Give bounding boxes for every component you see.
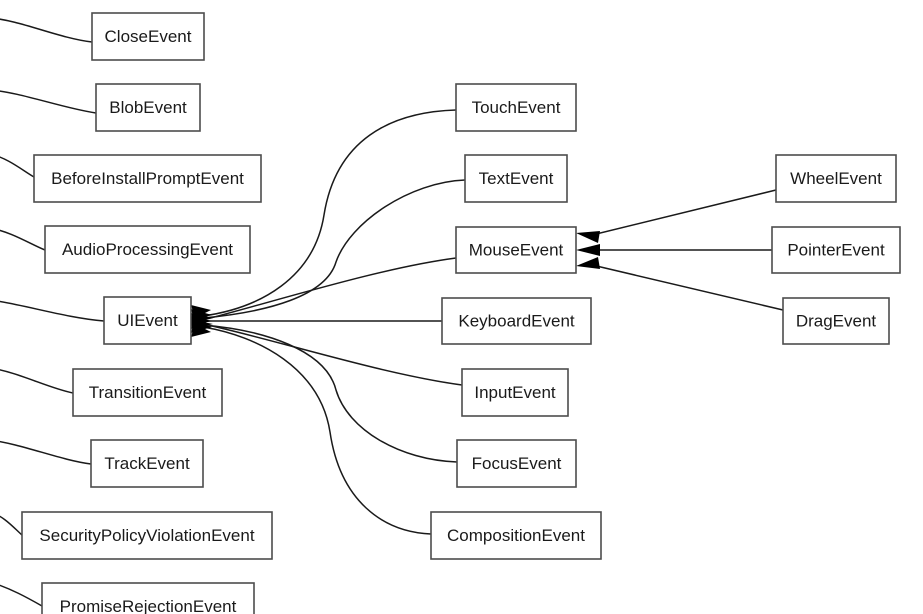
edge-promise-rejection-event-parent	[0, 584, 43, 607]
arrowhead-wheel-event	[576, 231, 600, 243]
node-label-blob-event: BlobEvent	[109, 98, 187, 117]
node-label-mouse-event: MouseEvent	[469, 240, 564, 259]
node-box-blob-event[interactable]	[95, 83, 201, 132]
node-box-wheel-event[interactable]	[775, 154, 897, 203]
node-label-drag-event: DragEvent	[796, 311, 877, 330]
node-box-drag-event[interactable]	[782, 297, 890, 345]
edge-before-install-prompt-event-parent	[0, 156, 35, 178]
node-box-text-event[interactable]	[464, 154, 568, 203]
edge-wheel-event-to-mouse-event	[587, 189, 777, 237]
node-touch-event[interactable]: TouchEvent	[455, 83, 577, 132]
node-box-promise-rejection-event[interactable]	[41, 582, 255, 614]
node-focus-event[interactable]: FocusEvent	[456, 439, 577, 488]
arrowhead-composition-event	[191, 324, 211, 337]
node-box-transition-event[interactable]	[72, 368, 223, 417]
edge-ui-event-parent	[0, 300, 105, 322]
node-box-audio-processing-event[interactable]	[44, 225, 251, 274]
node-track-event[interactable]: TrackEvent	[90, 439, 204, 488]
node-box-focus-event[interactable]	[456, 439, 577, 488]
edge-transition-event-parent	[0, 369, 74, 394]
node-box-touch-event[interactable]	[455, 83, 577, 132]
node-close-event[interactable]: CloseEvent	[91, 12, 205, 61]
edge-input-event-to-ui-event	[202, 323, 463, 386]
edge-touch-event-to-ui-event	[202, 109, 457, 317]
node-label-focus-event: FocusEvent	[472, 454, 562, 473]
node-box-pointer-event[interactable]	[771, 226, 901, 274]
nodes-layer: CloseEventBlobEventBeforeInstallPromptEv…	[21, 12, 901, 614]
node-box-keyboard-event[interactable]	[441, 297, 592, 345]
edge-close-event-parent	[0, 18, 93, 43]
edge-audio-processing-event-parent	[0, 229, 46, 251]
edge-security-policy-violation-event-parent	[0, 515, 23, 536]
node-label-promise-rejection-event: PromiseRejectionEvent	[60, 597, 237, 614]
node-drag-event[interactable]: DragEvent	[782, 297, 890, 345]
node-label-close-event: CloseEvent	[105, 27, 192, 46]
node-label-security-policy-violation-event: SecurityPolicyViolationEvent	[39, 526, 254, 545]
node-label-transition-event: TransitionEvent	[89, 383, 207, 402]
node-box-close-event[interactable]	[91, 12, 205, 61]
node-composition-event[interactable]: CompositionEvent	[430, 511, 602, 560]
edges-layer	[0, 18, 784, 607]
node-label-track-event: TrackEvent	[104, 454, 190, 473]
node-label-pointer-event: PointerEvent	[787, 240, 885, 259]
node-label-composition-event: CompositionEvent	[447, 526, 585, 545]
node-box-security-policy-violation-event[interactable]	[21, 511, 273, 560]
arrowheads-layer	[191, 231, 600, 337]
node-before-install-prompt-event[interactable]: BeforeInstallPromptEvent	[33, 154, 262, 203]
node-label-before-install-prompt-event: BeforeInstallPromptEvent	[51, 169, 244, 188]
node-label-audio-processing-event: AudioProcessingEvent	[62, 240, 233, 259]
node-audio-processing-event[interactable]: AudioProcessingEvent	[44, 225, 251, 274]
edge-composition-event-to-ui-event	[202, 326, 432, 535]
node-label-keyboard-event: KeyboardEvent	[458, 311, 575, 330]
node-box-mouse-event[interactable]	[455, 226, 577, 274]
node-transition-event[interactable]: TransitionEvent	[72, 368, 223, 417]
edge-mouse-event-to-ui-event	[202, 257, 457, 321]
edge-text-event-to-ui-event	[202, 179, 466, 319]
arrowhead-drag-event	[576, 257, 600, 269]
node-label-text-event: TextEvent	[479, 169, 554, 188]
node-pointer-event[interactable]: PointerEvent	[771, 226, 901, 274]
node-security-policy-violation-event[interactable]: SecurityPolicyViolationEvent	[21, 511, 273, 560]
edge-focus-event-to-ui-event	[202, 324, 458, 463]
node-input-event[interactable]: InputEvent	[461, 368, 569, 417]
node-box-ui-event[interactable]	[103, 296, 192, 345]
node-keyboard-event[interactable]: KeyboardEvent	[441, 297, 592, 345]
node-promise-rejection-event[interactable]: PromiseRejectionEvent	[41, 582, 255, 614]
node-ui-event[interactable]: UIEvent	[103, 296, 192, 345]
edge-track-event-parent	[0, 440, 92, 465]
arrowhead-pointer-event	[576, 244, 600, 256]
node-mouse-event[interactable]: MouseEvent	[455, 226, 577, 274]
node-label-touch-event: TouchEvent	[472, 98, 561, 117]
node-box-composition-event[interactable]	[430, 511, 602, 560]
node-label-ui-event: UIEvent	[117, 311, 178, 330]
node-box-track-event[interactable]	[90, 439, 204, 488]
node-text-event[interactable]: TextEvent	[464, 154, 568, 203]
node-box-input-event[interactable]	[461, 368, 569, 417]
node-box-before-install-prompt-event[interactable]	[33, 154, 262, 203]
node-label-wheel-event: WheelEvent	[790, 169, 882, 188]
node-label-input-event: InputEvent	[474, 383, 556, 402]
node-wheel-event[interactable]: WheelEvent	[775, 154, 897, 203]
edge-drag-event-to-mouse-event	[587, 263, 784, 311]
node-blob-event[interactable]: BlobEvent	[95, 83, 201, 132]
edge-blob-event-parent	[0, 90, 97, 114]
